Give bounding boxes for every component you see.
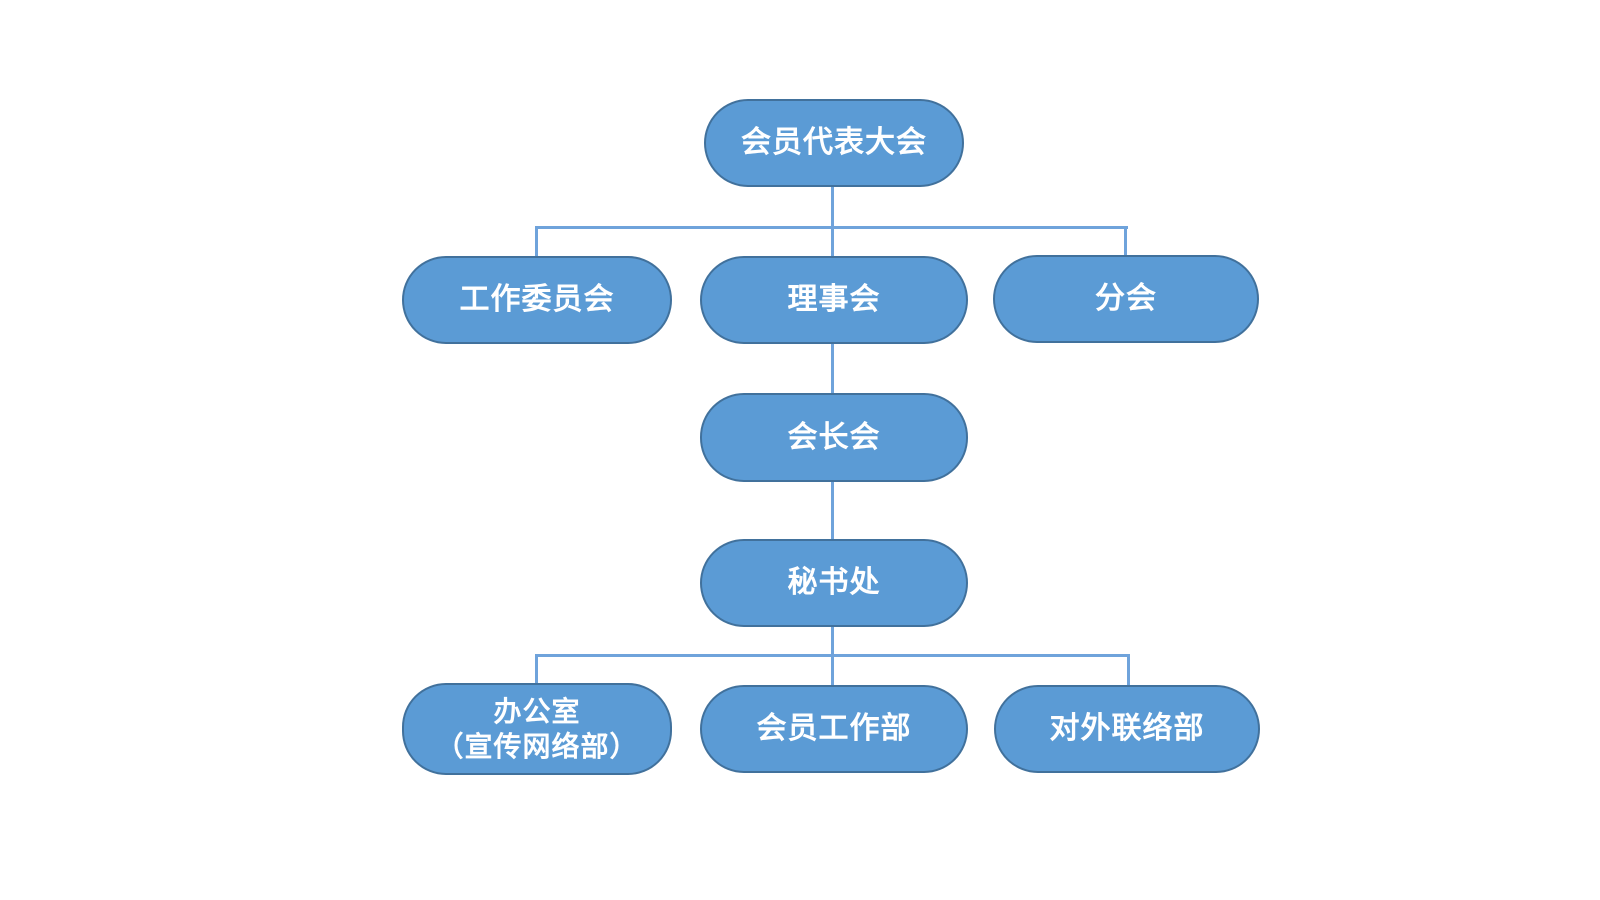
node-council-label: 理事会 (787, 282, 881, 317)
node-presidents-meeting[interactable]: 会长会 (700, 393, 968, 482)
node-secretariat[interactable]: 秘书处 (700, 539, 968, 627)
node-work-committee-label: 工作委员会 (459, 282, 615, 317)
connector-assembly-to-council (831, 187, 834, 256)
node-secretariat-label: 秘书处 (787, 565, 881, 600)
node-office[interactable]: 办公室 （宣传网络部） (402, 683, 672, 775)
node-presidents-meeting-label: 会长会 (787, 419, 881, 455)
connector-row2-horizontal (535, 226, 1128, 229)
node-member-work-dept[interactable]: 会员工作部 (700, 685, 968, 773)
node-external-liaison-dept[interactable]: 对外联络部 (994, 685, 1260, 773)
node-branch[interactable]: 分会 (993, 255, 1259, 343)
node-member-work-dept-label: 会员工作部 (756, 711, 912, 746)
node-council[interactable]: 理事会 (700, 256, 968, 344)
node-member-assembly[interactable]: 会员代表大会 (704, 99, 964, 187)
connector-drop-external-liaison (1127, 654, 1130, 685)
connector-drop-office (535, 654, 538, 683)
connector-drop-work-committee (535, 226, 538, 256)
node-branch-label: 分会 (1095, 281, 1157, 316)
node-work-committee[interactable]: 工作委员会 (402, 256, 672, 344)
node-office-label-line1: 办公室 (493, 695, 581, 728)
node-office-label-line2: （宣传网络部） (435, 730, 639, 763)
connector-drop-branch (1124, 226, 1127, 255)
node-external-liaison-dept-label: 对外联络部 (1049, 711, 1205, 746)
connector-row5-horizontal (535, 654, 1130, 657)
connector-presidents-to-secretariat (831, 482, 834, 539)
connector-council-to-presidents (831, 344, 834, 393)
node-member-assembly-label: 会员代表大会 (741, 125, 927, 160)
